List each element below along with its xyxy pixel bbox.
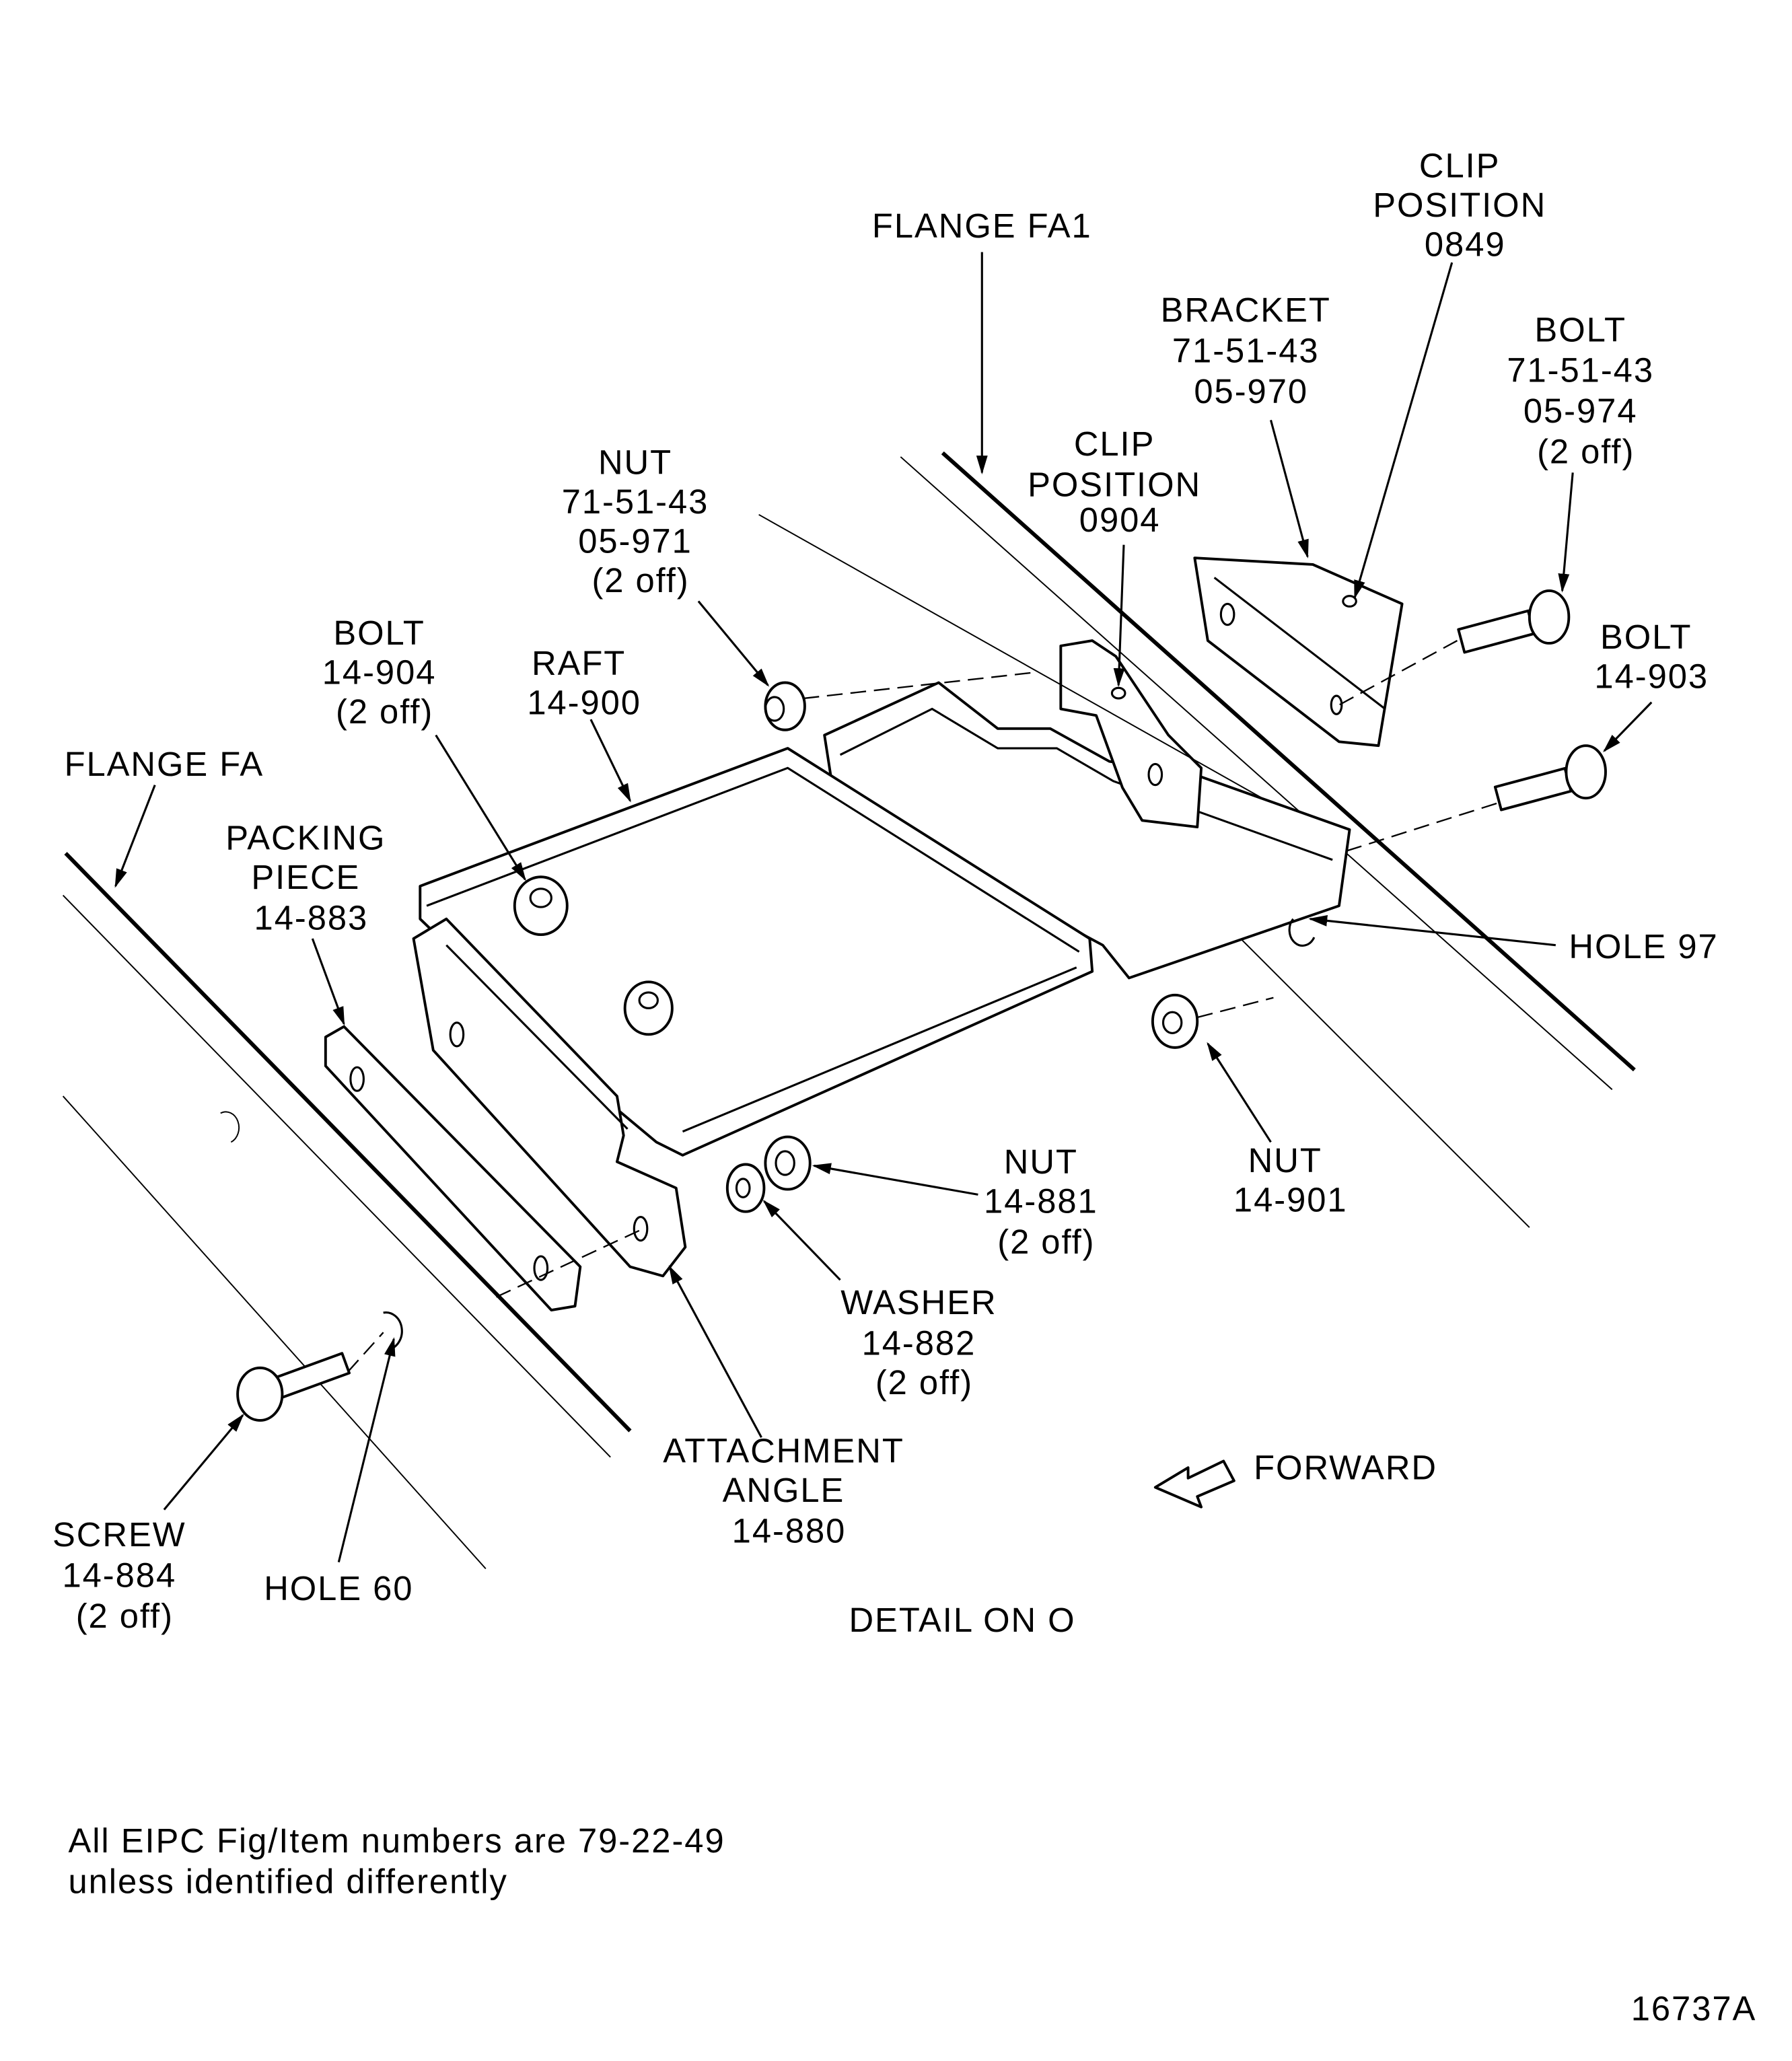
attachment-angle <box>412 917 687 1278</box>
label-bolt-14-904: BOLT 14-904 (2 off) <box>322 614 447 731</box>
label-detail: DETAIL ON O <box>849 1601 1075 1639</box>
bracket <box>1193 556 1404 748</box>
packing-piece <box>324 1025 582 1311</box>
bolt-14-904-upper <box>513 875 569 937</box>
label-nut-14-901: NUT 14-901 <box>1233 1141 1348 1219</box>
label-bracket: BRACKET 71-51-43 05-970 <box>1161 291 1342 410</box>
label-washer: WASHER 14-882 (2 off) <box>840 1283 1007 1402</box>
label-forward: FORWARD <box>1254 1449 1437 1487</box>
label-nut-14-881: NUT 14-881 (2 off) <box>984 1143 1109 1261</box>
label-screw: SCREW 14-884 (2 off) <box>52 1515 197 1635</box>
bolt-14-903 <box>1493 744 1607 811</box>
flange-fa1-rail <box>900 451 1636 1228</box>
flange-fa-rail <box>62 852 632 1570</box>
nut-14-881 <box>764 1135 812 1191</box>
bolt-14-904-lower <box>623 980 674 1036</box>
washer-14-882 <box>725 1163 766 1213</box>
forward-arrow-icon <box>1153 1459 1235 1509</box>
clip-0904 <box>1059 639 1203 829</box>
leader-lines <box>114 252 1653 1562</box>
raft <box>419 681 1351 1157</box>
label-bolt-14-903: BOLT 14-903 <box>1594 618 1709 696</box>
footnote: All EIPC Fig/Item numbers are 79-22-49 u… <box>68 1821 736 1900</box>
label-flange-fa: FLANGE FA <box>65 745 264 783</box>
label-clip-0849: CLIP POSITION 0849 <box>1373 146 1557 263</box>
screw-14-884 <box>236 1352 351 1422</box>
label-nut-05-971: NUT 71-51-43 05-971 (2 off) <box>562 443 720 600</box>
label-hole-97: HOLE 97 <box>1569 927 1718 966</box>
label-clip-0904: CLIP POSITION 0904 <box>1028 425 1212 539</box>
alignment-lines <box>347 513 1497 1373</box>
label-hole-60: HOLE 60 <box>264 1569 413 1607</box>
figure-number: 16737A <box>1631 1989 1757 2027</box>
hole-97-ring <box>1288 918 1316 947</box>
bolt-05-974 <box>1457 589 1571 654</box>
label-flange-fa1: FLANGE FA1 <box>872 207 1092 245</box>
label-packing-piece: PACKING PIECE 14-883 <box>225 818 396 937</box>
label-raft: RAFT 14-900 <box>527 644 641 722</box>
hole-60-on-flange <box>220 1111 240 1143</box>
label-attachment-angle: ATTACHMENT ANGLE 14-880 <box>663 1431 915 1550</box>
label-bolt-05-974: BOLT 71-51-43 05-974 (2 off) <box>1507 310 1665 470</box>
part-labels: FLANGE FA1 CLIP POSITION 0849 BRACKET 71… <box>52 146 1757 2027</box>
nut-14-901 <box>1151 993 1199 1049</box>
nut-05-971 <box>764 681 806 731</box>
